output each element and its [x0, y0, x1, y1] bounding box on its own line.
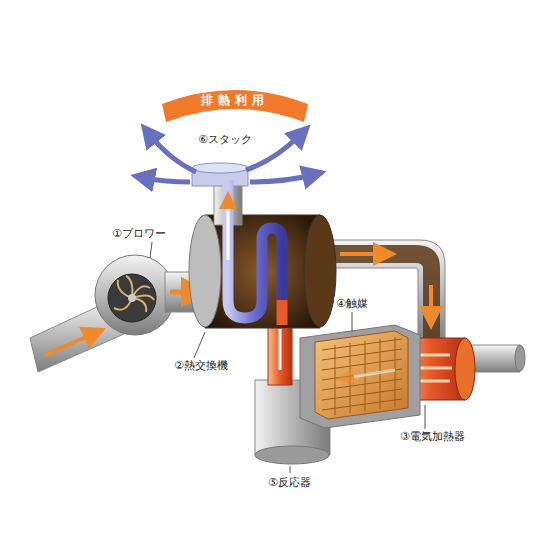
part-label: ⑤反応器 — [266, 476, 313, 490]
part-label: ⑥スタック — [196, 133, 254, 147]
banner-arc: 排熱利用 — [160, 80, 310, 122]
part-label: ④触媒 — [334, 297, 370, 311]
part-label: ②熱交換機 — [172, 359, 230, 373]
part-label: ①ブロワー — [110, 227, 168, 241]
part-label: ③電気加熱器 — [398, 430, 467, 444]
banner-text: 排熱利用 — [160, 80, 310, 109]
